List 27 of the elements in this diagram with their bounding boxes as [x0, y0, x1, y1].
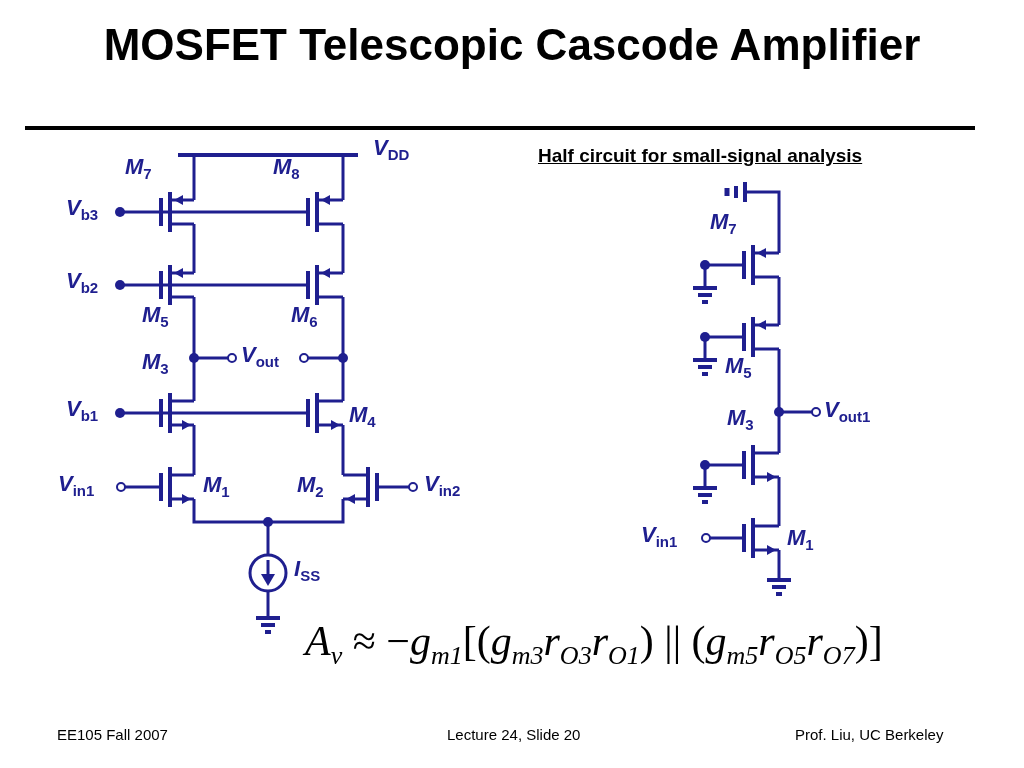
input-label: V$_{in1}$	[58, 472, 95, 500]
input-label: V$_{in1}$	[641, 523, 678, 551]
bias-voltage-label: V$_{b3}$	[66, 196, 99, 224]
bias-voltage-label: V$_{b1}$	[66, 397, 99, 425]
transistor-label: M$_{6}$	[291, 303, 318, 331]
transistor-label: M$_{5}$	[725, 354, 752, 382]
transistor-label: M$_{7}$	[125, 155, 152, 183]
supply-label: V$_{DD}$	[373, 136, 410, 164]
transistor-label: M$_{3}$	[727, 406, 754, 434]
output-label: V$_{out}$	[241, 343, 279, 371]
transistor-label: M$_{2}$	[297, 473, 324, 501]
transistor-label: M$_{5}$	[142, 303, 169, 331]
transistor-label: M$_{4}$	[349, 403, 376, 431]
transistor-label: M$_{3}$	[142, 350, 169, 378]
transistor-label: M$_{1}$	[787, 526, 814, 554]
footer-text: Lecture 24, Slide 20	[447, 727, 581, 744]
current-source-label: I$_{SS}$	[294, 557, 321, 585]
footer-text: EE105 Fall 2007	[57, 727, 168, 744]
input-label: V$_{in2}$	[424, 472, 461, 500]
transistor-label: M$_{7}$	[710, 210, 737, 238]
footer-text: Prof. Liu, UC Berkeley	[795, 727, 944, 744]
transistor-label: M$_{8}$	[273, 155, 300, 183]
transistor-label: M$_{1}$	[203, 473, 230, 501]
section-heading: Half circuit for small-signal analysis	[538, 146, 863, 167]
output-label: V$_{out1}$	[824, 398, 871, 426]
slide-title: MOSFET Telescopic Cascode Amplifier	[102, 20, 922, 70]
bias-voltage-label: V$_{b2}$	[66, 269, 99, 297]
